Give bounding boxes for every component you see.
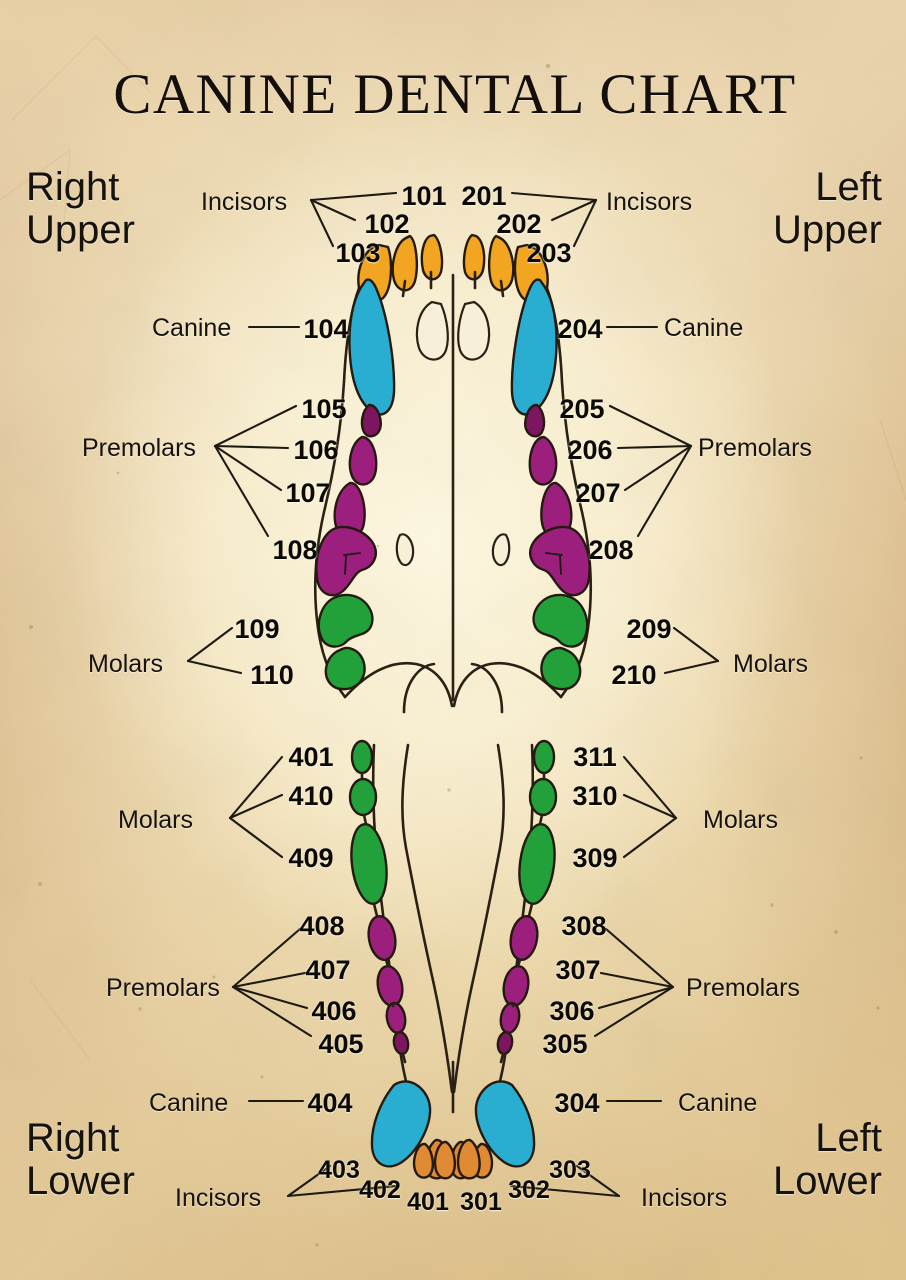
- group-label-lower-right-premolars: Premolars: [106, 974, 220, 1002]
- tooth-205: [524, 403, 546, 438]
- tooth-number-204: 204: [557, 314, 603, 344]
- group-label-lower-left-canine: Canine: [678, 1089, 758, 1117]
- tooth-210: [540, 646, 582, 691]
- tooth-106: [348, 435, 378, 486]
- tooth-number-105: 105: [301, 394, 347, 424]
- lower-right-teeth: [348, 739, 494, 1180]
- group-label-upper-right-molars: Molars: [88, 650, 164, 678]
- tooth-number-109: 109: [234, 614, 280, 644]
- tooth-209: [532, 593, 589, 648]
- tooth-number-406: 406: [311, 996, 357, 1026]
- tooth-number-203: 203: [526, 238, 572, 268]
- tooth-201: [462, 233, 486, 281]
- tooth-109: [317, 593, 374, 648]
- tooth-number-309: 309: [572, 843, 618, 873]
- tooth-number-104: 104: [303, 314, 349, 344]
- upper-right-teeth: [315, 233, 444, 691]
- tooth-number-407: 407: [305, 955, 351, 985]
- group-label-lower-right-molars: Molars: [118, 806, 194, 834]
- tooth-number-205: 205: [559, 394, 605, 424]
- tooth-number-401: 401: [407, 1188, 449, 1216]
- tooth-102: [391, 234, 418, 292]
- tooth-number-107: 107: [285, 478, 331, 508]
- tooth-number-106: 106: [293, 435, 339, 465]
- corner-label-left-lower: Left Lower: [773, 1116, 882, 1203]
- tooth-number-103: 103: [335, 238, 381, 268]
- tooth-number-306: 306: [549, 996, 595, 1026]
- tooth-301: [412, 1142, 434, 1179]
- tooth-number-405: 405: [318, 1029, 364, 1059]
- group-label-lower-right-canine: Canine: [149, 1089, 229, 1117]
- group-label-upper-left-incisors: Incisors: [606, 188, 693, 216]
- tooth-number-210: 210: [611, 660, 657, 690]
- tooth-number-311: 311: [573, 742, 617, 772]
- group-label-upper-left-molars: Molars: [733, 650, 809, 678]
- tooth-number-404: 404: [307, 1088, 353, 1118]
- tooth-number-308: 308: [561, 911, 607, 941]
- tooth-number-307: 307: [555, 955, 601, 985]
- tooth-number-202: 202: [496, 209, 542, 239]
- tooth-number-408: 408: [299, 911, 345, 941]
- tooth-number-411: 401: [288, 742, 334, 772]
- tooth-number-303: 303: [549, 1156, 591, 1184]
- tooth-304: [474, 1080, 536, 1168]
- group-label-lower-left-premolars: Premolars: [686, 974, 800, 1002]
- tooth-number-209: 209: [626, 614, 672, 644]
- tooth-number-304: 304: [554, 1088, 600, 1118]
- tooth-number-207: 207: [575, 478, 621, 508]
- tooth-number-102: 102: [364, 209, 410, 239]
- group-label-lower-left-incisors: Incisors: [641, 1184, 728, 1212]
- tooth-number-402: 402: [359, 1176, 401, 1204]
- tooth-number-108: 108: [272, 535, 318, 565]
- tooth-101: [420, 233, 444, 281]
- tooth-number-409: 409: [288, 843, 334, 873]
- tooth-number-410: 410: [288, 781, 334, 811]
- corner-label-right-upper: Right Upper: [26, 165, 135, 252]
- tooth-206: [528, 435, 558, 486]
- tooth-202: [488, 234, 515, 292]
- group-label-upper-right-premolars: Premolars: [82, 434, 196, 462]
- tooth-number-302: 302: [508, 1176, 550, 1204]
- corner-label-right-lower: Right Lower: [26, 1116, 135, 1203]
- group-label-lower-right-incisors: Incisors: [175, 1184, 262, 1212]
- tooth-number-305: 305: [542, 1029, 588, 1059]
- tooth-104: [348, 278, 396, 416]
- page-title: CANINE DENTAL CHART: [113, 63, 797, 126]
- tooth-204: [510, 278, 558, 416]
- maxilla-outline: [314, 273, 592, 714]
- tooth-number-110: 110: [250, 660, 294, 690]
- tooth-404: [370, 1080, 432, 1168]
- group-label-lower-left-molars: Molars: [703, 806, 779, 834]
- group-label-upper-right-incisors: Incisors: [201, 188, 288, 216]
- tooth-110: [324, 646, 366, 691]
- tooth-number-301: 301: [460, 1188, 502, 1216]
- tooth-number-310: 310: [572, 781, 618, 811]
- tooth-105: [360, 403, 382, 438]
- tooth-number-403: 403: [318, 1156, 360, 1184]
- tooth-303: [456, 1138, 481, 1180]
- lower-left-teeth: [412, 739, 558, 1180]
- group-label-upper-right-canine: Canine: [152, 314, 232, 342]
- group-label-upper-left-canine: Canine: [664, 314, 744, 342]
- tooth-302: [433, 1140, 456, 1180]
- tooth-number-208: 208: [588, 535, 634, 565]
- tooth-number-101: 101: [401, 181, 447, 211]
- upper-left-teeth: [462, 233, 591, 691]
- corner-label-left-upper: Left Upper: [773, 165, 882, 252]
- group-label-upper-left-premolars: Premolars: [698, 434, 812, 462]
- tooth-number-201: 201: [461, 181, 507, 211]
- tooth-number-206: 206: [567, 435, 613, 465]
- palatine-foramina: [395, 533, 511, 567]
